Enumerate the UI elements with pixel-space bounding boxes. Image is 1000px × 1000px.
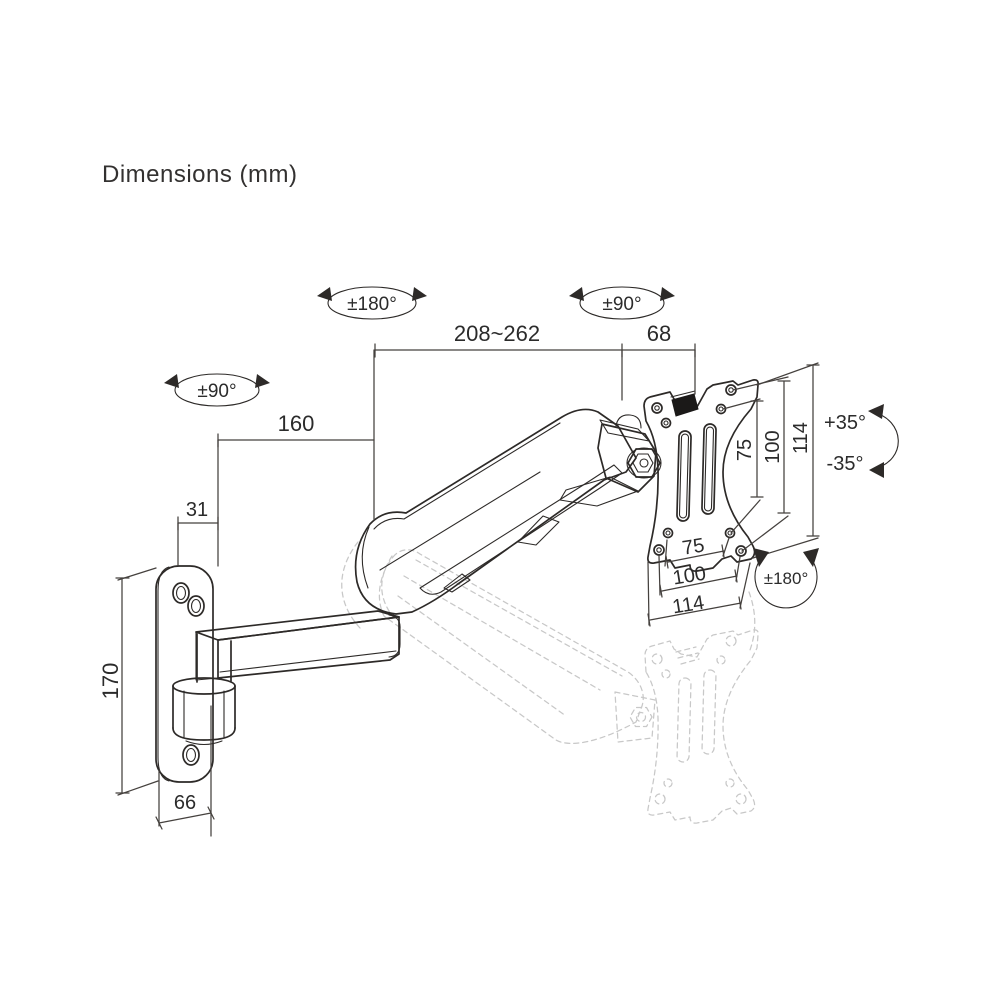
dim-front-arm: 160 (217, 411, 375, 567)
wall-plate (155, 565, 214, 783)
dim-vesa-bottom: 75 100 114 (647, 534, 751, 627)
dim-label-vesa-side-100: 100 (762, 430, 784, 463)
rotation-head-swivel: ±90° (569, 286, 675, 320)
rotation-label-screen: ±180° (764, 569, 809, 588)
ghost-head-joint (614, 691, 656, 743)
rotation-wall-swivel: ±90° (164, 373, 270, 407)
dim-extension-range: 208~262 (373, 321, 696, 521)
rotation-screen: ±180° (753, 548, 819, 609)
dim-plate-width: 66 (155, 705, 215, 837)
dim-label-vesa-bottom-100: 100 (671, 563, 707, 590)
tilt-annotation: +35° -35° (824, 404, 899, 478)
rotation-label-wall-swivel: ±90° (197, 381, 236, 402)
vesa-plate (643, 379, 759, 572)
dim-label-extension-range: 208~262 (454, 321, 540, 346)
tilt-label-down: -35° (827, 453, 864, 475)
dim-plate-offset: 31 (177, 499, 219, 566)
lower-arm-link (195, 610, 401, 681)
tension-knob (671, 393, 699, 417)
tilt-label-up: +35° (824, 412, 866, 434)
dim-vesa-side: 75 100 114 (722, 362, 820, 559)
dim-plate-height: 170 (98, 567, 159, 796)
wall-hinge (172, 633, 236, 746)
dim-label-head-offset: 68 (647, 321, 671, 346)
gas-spring-arm (354, 408, 637, 615)
dim-label-vesa-bottom-75: 75 (681, 534, 706, 559)
page-title: Dimensions (mm) (102, 161, 298, 188)
rotation-arm-swivel: ±180° (317, 286, 427, 320)
dim-label-vesa-side-114: 114 (790, 422, 812, 454)
dim-label-vesa-bottom-114: 114 (671, 592, 706, 619)
rotation-label-head-swivel: ±90° (602, 294, 641, 315)
dim-label-plate-width: 66 (174, 792, 196, 814)
dim-head-offset: 68 (647, 321, 671, 346)
ghost-arm (378, 549, 644, 745)
dim-label-plate-height: 170 (98, 663, 123, 700)
ghost-swing-arcs (341, 541, 756, 651)
head-joint (559, 414, 662, 507)
rotation-label-arm-swivel: ±180° (347, 294, 397, 315)
dim-label-front-arm: 160 (278, 411, 315, 436)
dim-label-vesa-side-75: 75 (734, 439, 756, 461)
dim-label-plate-offset: 31 (186, 499, 208, 521)
ghost-vesa-plate (644, 629, 759, 824)
